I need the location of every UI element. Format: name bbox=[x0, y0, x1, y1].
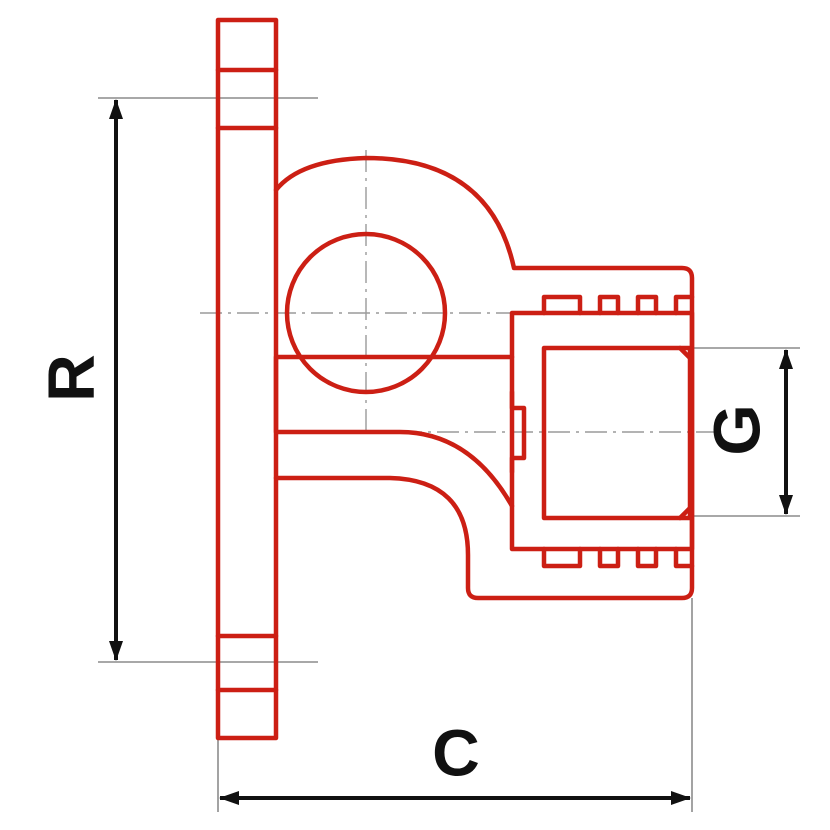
dimensions: R C G bbox=[33, 99, 793, 805]
bore-chamfer-bottom bbox=[677, 505, 693, 521]
thread-housing-notch bbox=[509, 389, 527, 475]
dimension-label-r: R bbox=[33, 354, 107, 402]
extension-lines bbox=[98, 97, 800, 812]
dimension-label-g: G bbox=[699, 404, 773, 455]
center-lines bbox=[200, 150, 720, 433]
thread-teeth-bottom bbox=[541, 546, 695, 569]
dimension-label-c: C bbox=[432, 715, 480, 789]
threaded-bore bbox=[541, 345, 693, 521]
center-tab bbox=[273, 354, 515, 509]
body-outline bbox=[273, 155, 695, 601]
part-outline bbox=[215, 17, 695, 741]
bore-hole bbox=[284, 231, 448, 395]
bore-chamfer-top bbox=[677, 345, 693, 361]
thread-teeth-top bbox=[541, 294, 695, 316]
